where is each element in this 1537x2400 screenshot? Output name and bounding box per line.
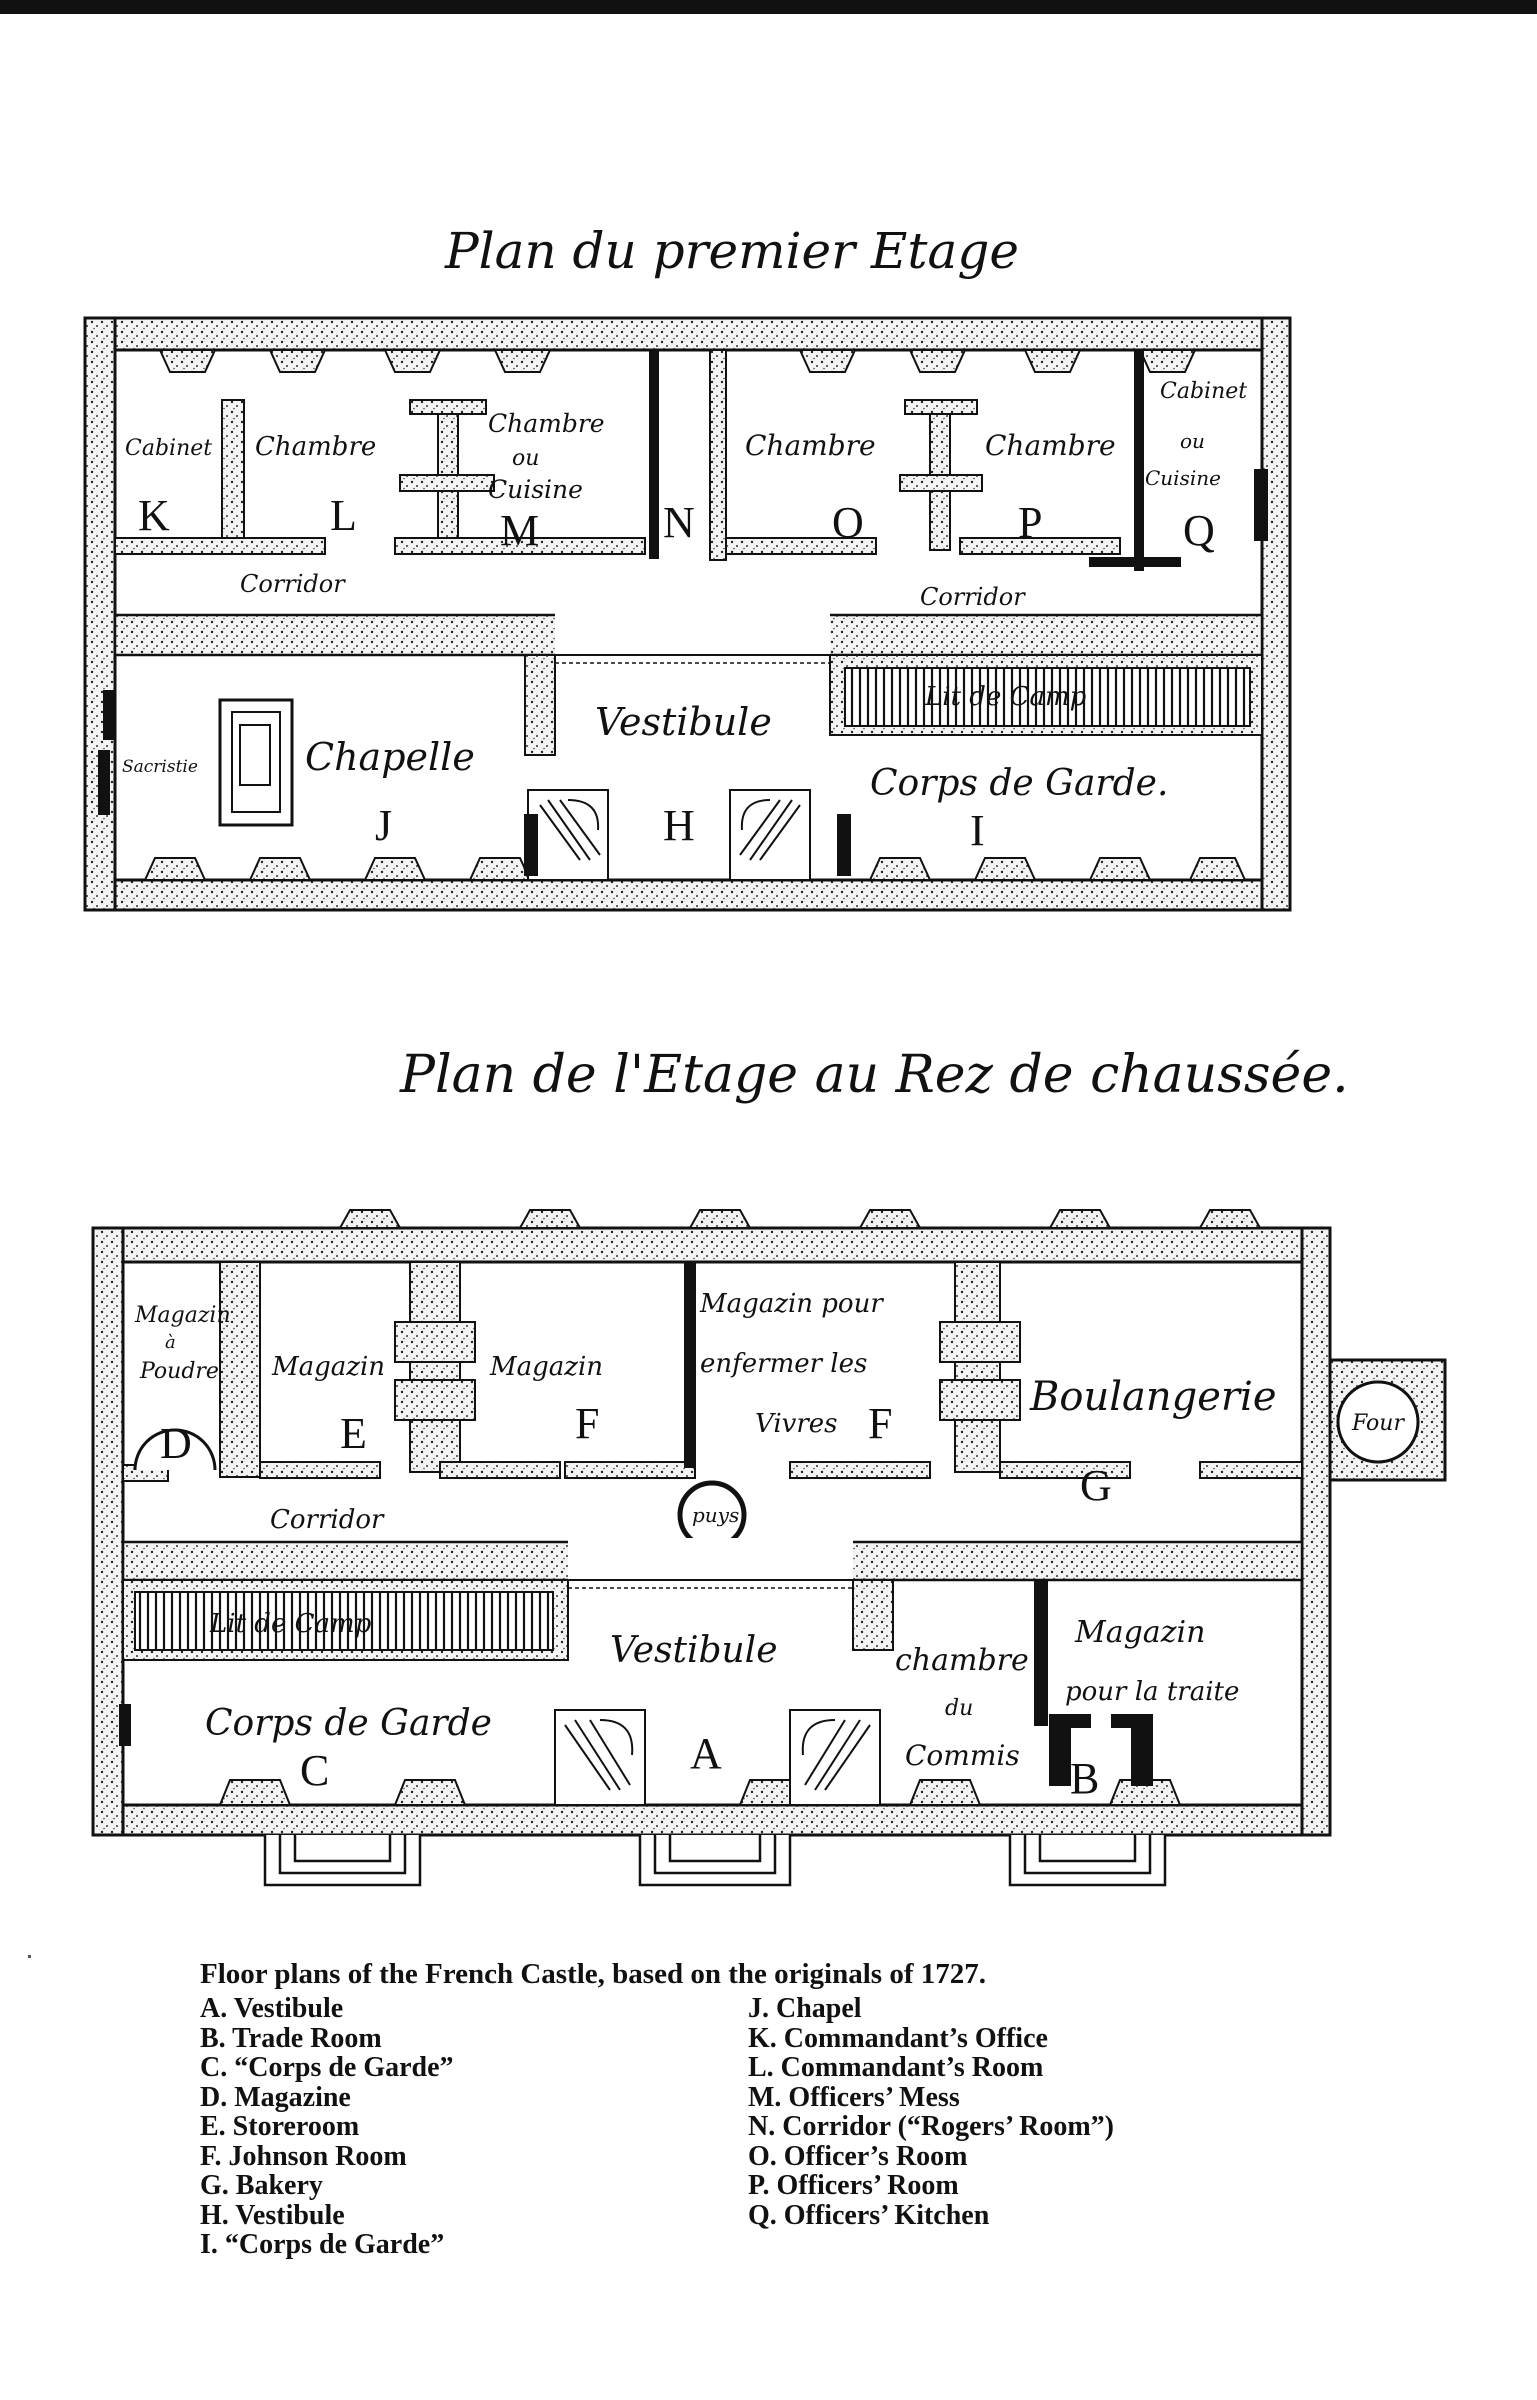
lower-label-puys: puys bbox=[692, 1503, 739, 1527]
lower-label-corridor: Corridor bbox=[270, 1505, 385, 1535]
legend-item-P: P. Officers’ Room bbox=[748, 2170, 959, 2201]
oven-circle bbox=[1336, 1380, 1420, 1464]
upper-letter-J: J bbox=[375, 801, 392, 850]
legend-item-B: B. Trade Room bbox=[200, 2022, 382, 2054]
upper-label-chambre-cuisine-3: Cuisine bbox=[488, 475, 583, 504]
upper-label-cabinet-cuisine-3: Cuisine bbox=[1145, 466, 1221, 490]
upper-floor-plan bbox=[83, 316, 1292, 912]
legend-item-H: H. Vestibule bbox=[200, 2199, 345, 2231]
floor-plans-drawing: Cabinet Chambre Chambre ou Cuisine Chamb… bbox=[83, 316, 1447, 1887]
legend-item-M: M. Officers’ Mess bbox=[748, 2081, 960, 2113]
legend-right: J. Chapel K. Commandant’s Office L. Comm… bbox=[748, 1994, 1114, 2230]
upper-label-corridor1: Corridor bbox=[240, 570, 346, 598]
legend-item-O: O. Officer’s Room bbox=[748, 2140, 968, 2172]
legend-item-G: G. Bakery bbox=[200, 2170, 323, 2201]
upper-label-cabinet-cuisine-1: Cabinet bbox=[1160, 379, 1247, 404]
lower-label-vestibule: Vestibule bbox=[610, 1630, 778, 1671]
upper-letter-N: N bbox=[663, 498, 695, 547]
lower-label-boulangerie: Boulangerie bbox=[1029, 1374, 1277, 1420]
legend-item-K: K. Commandant’s Office bbox=[748, 2022, 1048, 2054]
upper-letter-L: L bbox=[330, 491, 357, 540]
upper-label-chapelle: Chapelle bbox=[305, 735, 475, 779]
upper-letter-P: P bbox=[1018, 498, 1042, 547]
legend-item-D: D. Magazine bbox=[200, 2081, 351, 2113]
lower-letter-F2: F bbox=[868, 1399, 892, 1448]
legend-item-L: L. Commandant’s Room bbox=[748, 2052, 1044, 2083]
entrance-steps bbox=[263, 1835, 1167, 1887]
upper-wall-bottom bbox=[83, 878, 1292, 912]
lower-label-four: Four bbox=[1351, 1411, 1405, 1436]
lower-letter-G: G bbox=[1080, 1461, 1112, 1510]
upper-letter-O: O bbox=[832, 498, 864, 547]
lower-label-lit-de-camp: Lit de Camp bbox=[209, 1609, 372, 1639]
lower-wall-left bbox=[91, 1226, 125, 1837]
upper-plan-title: Plan du premier Etage bbox=[445, 222, 1019, 280]
lower-letter-D: D bbox=[160, 1419, 192, 1468]
legend-item-Q: Q. Officers’ Kitchen bbox=[748, 2199, 990, 2231]
lower-letter-C: C bbox=[300, 1746, 329, 1795]
top-border-bar bbox=[0, 0, 1537, 14]
legend-item-N: N. Corridor (“Rogers’ Room”) bbox=[748, 2111, 1114, 2142]
upper-label-chambre1: Chambre bbox=[255, 432, 376, 462]
lower-label-magazin-traite-2: pour la traite bbox=[1065, 1677, 1239, 1707]
lower-label-chambre-commis-3: Commis bbox=[905, 1739, 1020, 1772]
lower-label-magazin-poudre-1: Magazin bbox=[134, 1303, 231, 1328]
lower-letter-B: B bbox=[1070, 1754, 1099, 1803]
legend-item-C: C. “Corps de Garde” bbox=[200, 2052, 454, 2083]
upper-letter-Q: Q bbox=[1183, 506, 1215, 555]
upper-label-chambre-cuisine-1: Chambre bbox=[488, 409, 605, 438]
upper-stairs bbox=[524, 789, 851, 881]
upper-label-corridor2: Corridor bbox=[920, 583, 1026, 611]
lower-label-magazin-e: Magazin bbox=[271, 1352, 385, 1382]
lower-label-corps-de-garde: Corps de Garde bbox=[205, 1703, 492, 1744]
upper-label-vestibule: Vestibule bbox=[595, 700, 772, 744]
upper-label-lit-de-camp: Lit de Camp bbox=[924, 682, 1087, 712]
lower-letter-A: A bbox=[690, 1729, 722, 1778]
lower-plan-title: Plan de l'Etage au Rez de chaussée. bbox=[400, 1045, 1349, 1105]
figure-caption: Floor plans of the French Castle, based … bbox=[200, 1958, 986, 1990]
lower-label-magazin-traite-1: Magazin bbox=[1074, 1615, 1205, 1650]
upper-wall-top bbox=[83, 316, 1292, 352]
upper-label-chambre3: Chambre bbox=[985, 429, 1116, 462]
lower-wall-right bbox=[1300, 1226, 1332, 1837]
upper-letter-H: H bbox=[663, 801, 695, 850]
upper-label-sacristie: Sacristie bbox=[122, 757, 198, 777]
upper-letter-K: K bbox=[138, 491, 170, 540]
legend-item-A: A. Vestibule bbox=[200, 1993, 344, 2024]
lower-label-magazin-vivres-1: Magazin pour bbox=[699, 1289, 884, 1319]
lower-label-magazin-f: Magazin bbox=[489, 1352, 603, 1382]
upper-label-cabinet: Cabinet bbox=[125, 436, 212, 461]
legend-item-F: F. Johnson Room bbox=[200, 2140, 407, 2172]
upper-letter-I: I bbox=[970, 806, 985, 855]
legend-left: A. Vestibule B. Trade Room C. “Corps de … bbox=[200, 1994, 454, 2260]
stray-mark bbox=[28, 1955, 31, 1958]
upper-label-cabinet-cuisine-2: ou bbox=[1180, 429, 1205, 453]
upper-wall-right bbox=[1260, 316, 1292, 912]
lower-letter-F1: F bbox=[575, 1399, 599, 1448]
upper-label-corps-de-garde: Corps de Garde. bbox=[870, 763, 1168, 804]
lower-label-chambre-commis-1: chambre bbox=[895, 1643, 1029, 1678]
upper-label-chambre-cuisine-2: ou bbox=[512, 446, 539, 471]
lower-label-magazin-poudre-2: à bbox=[165, 1332, 176, 1353]
magazine-niche bbox=[133, 1428, 217, 1471]
lower-wall-top bbox=[91, 1226, 1332, 1264]
lower-wall-bottom bbox=[91, 1803, 1332, 1837]
lower-label-magazin-vivres-3: Vivres bbox=[755, 1409, 837, 1439]
legend-item-E: E. Storeroom bbox=[200, 2111, 360, 2142]
lower-label-magazin-poudre-3: Poudre bbox=[139, 1359, 219, 1384]
lower-floor-plan bbox=[91, 1209, 1447, 1887]
lower-stairs bbox=[554, 1709, 881, 1806]
legend-item-J: J. Chapel bbox=[748, 1993, 862, 2024]
upper-letter-M: M bbox=[500, 506, 539, 555]
lower-label-magazin-vivres-2: enfermer les bbox=[700, 1349, 867, 1379]
legend-item-I: I. “Corps de Garde” bbox=[200, 2229, 445, 2260]
lower-label-chambre-commis-2: du bbox=[945, 1696, 973, 1721]
upper-wall-left bbox=[83, 316, 117, 912]
lower-letter-E: E bbox=[340, 1409, 367, 1458]
upper-label-chambre2: Chambre bbox=[745, 429, 876, 462]
